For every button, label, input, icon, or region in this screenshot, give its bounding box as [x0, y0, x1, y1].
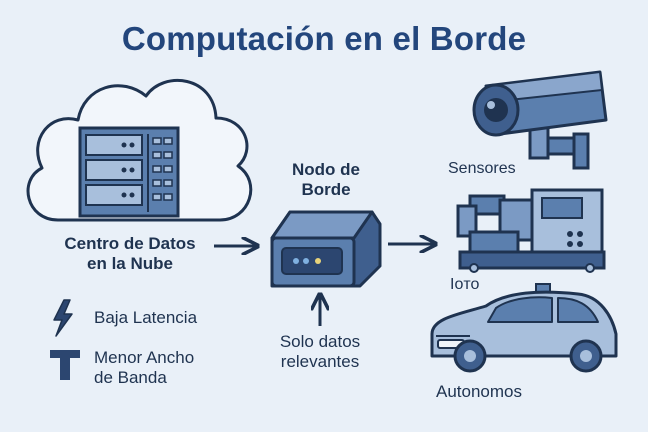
edge-node-label-line1: Nodo de	[292, 160, 360, 179]
relevant-data-line1: Solo datos	[279, 332, 361, 351]
legend-bandwidth-line1: Menor Ancho	[94, 348, 195, 367]
edge-node-label: Nodo de Borde	[286, 160, 366, 200]
relevant-data-line2: relevantes	[280, 352, 360, 371]
legend-bandwidth-line2: de Banda	[94, 368, 167, 387]
cloud-label: Centro de Datos en la Nube	[40, 234, 220, 274]
server-rack-icon	[78, 126, 180, 218]
page-title: Computación en el Borde	[121, 20, 527, 57]
edge-node-label-line2: Borde	[301, 180, 351, 199]
iot-label: Ioто	[450, 276, 480, 293]
lightning-icon	[53, 299, 73, 337]
bandwidth-icon	[50, 350, 80, 380]
security-camera-icon	[472, 70, 608, 170]
cloud-label-line1: Centro de Datos	[64, 234, 196, 253]
relevant-data-label: Solo datos relevantes	[262, 332, 378, 372]
legend-latency: Baja Latencia	[94, 308, 198, 327]
edge-node-icon	[270, 210, 382, 288]
iot-machine-icon	[456, 188, 606, 273]
sensors-label: Sensores	[448, 160, 516, 177]
autonomous-label: Autonomos	[436, 382, 522, 401]
legend-bandwidth: Menor Ancho de Banda	[94, 348, 194, 388]
autonomous-car-icon	[430, 283, 618, 373]
cloud-label-line2: en la Nube	[87, 254, 173, 273]
